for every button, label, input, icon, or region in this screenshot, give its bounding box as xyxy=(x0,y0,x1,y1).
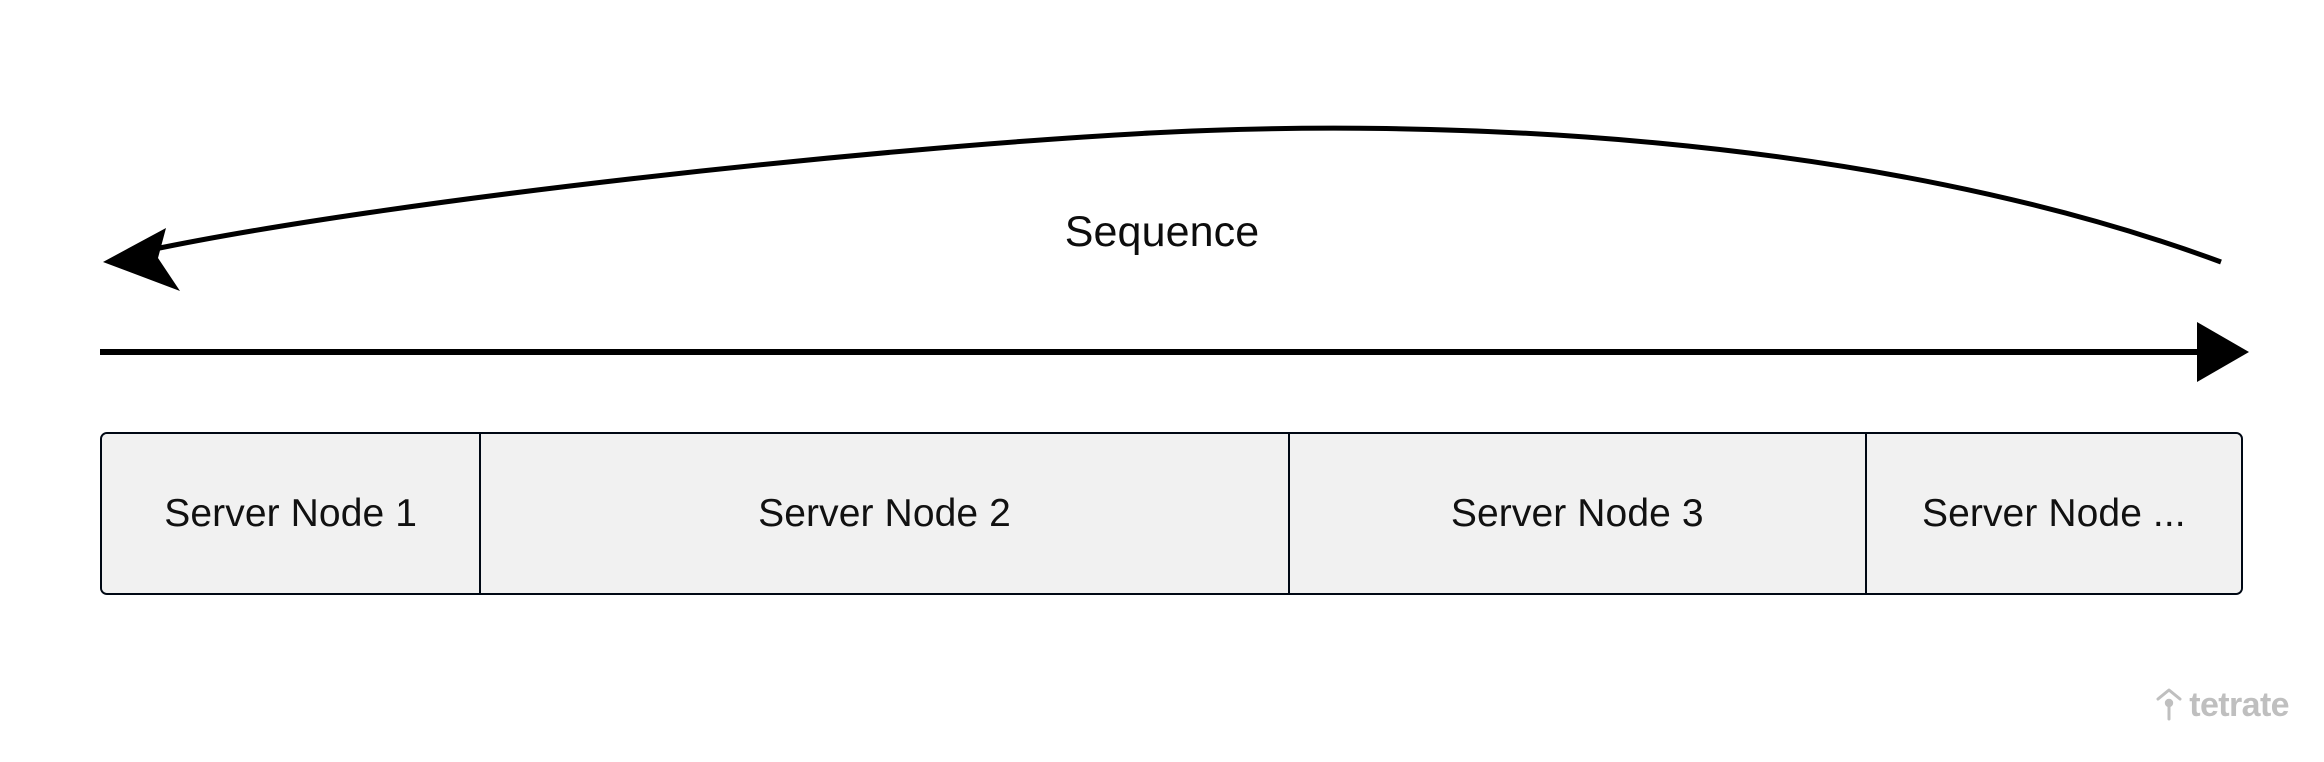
sequence-axis-arrow xyxy=(100,322,2249,382)
server-node-cell[interactable]: Server Node ... xyxy=(1866,434,2241,593)
tetrate-watermark: tetrate xyxy=(2156,686,2290,724)
server-node-cell[interactable]: Server Node 3 xyxy=(1289,434,1867,593)
server-node-label: Server Node 3 xyxy=(1450,491,1704,535)
server-node-cell[interactable]: Server Node 1 xyxy=(102,434,482,593)
tetrate-logo-mark xyxy=(2156,688,2182,721)
server-node-bar: Server Node 1 Server Node 2 Server Node … xyxy=(100,432,2243,595)
server-node-cell[interactable]: Server Node 2 xyxy=(481,434,1290,593)
sequence-label: Sequence xyxy=(1064,208,1260,256)
tetrate-wordmark: tetrate xyxy=(2189,686,2289,724)
axis-arrowhead-right xyxy=(2197,322,2249,382)
server-node-label: Server Node 2 xyxy=(758,491,1011,535)
server-node-label: Server Node ... xyxy=(1921,491,2186,535)
server-node-label: Server Node 1 xyxy=(164,491,418,535)
